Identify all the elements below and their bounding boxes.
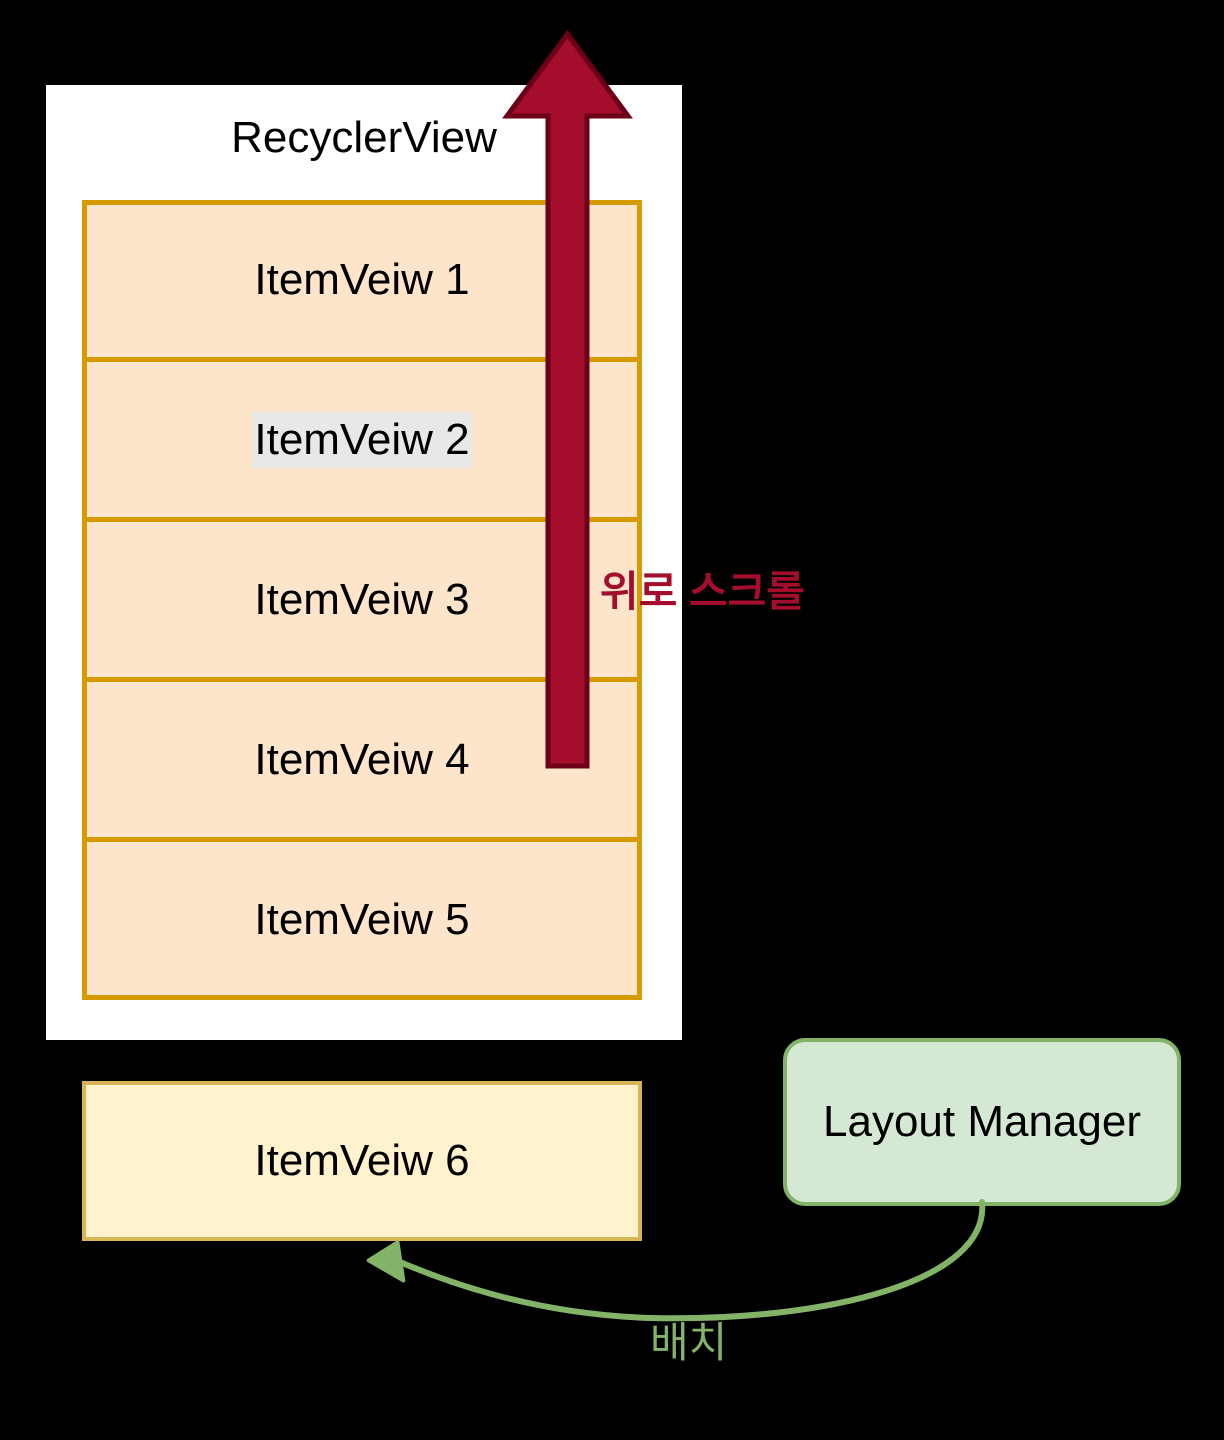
item-divider-2 xyxy=(82,517,642,522)
item-row[interactable]: ItemVeiw 5 xyxy=(82,840,642,1000)
placement-label: 배치 xyxy=(650,1319,728,1366)
recycled-item-box[interactable]: ItemVeiw 6 xyxy=(82,1081,642,1241)
item-label: ItemVeiw 1 xyxy=(254,255,470,304)
item-label-highlighted: ItemVeiw 2 xyxy=(252,412,472,468)
recycled-item-label: ItemVeiw 6 xyxy=(254,1136,470,1185)
layout-manager-box[interactable]: Layout Manager xyxy=(783,1038,1181,1206)
layout-manager-label: Layout Manager xyxy=(823,1097,1141,1146)
item-label: ItemVeiw 4 xyxy=(254,735,470,784)
page-title: RecyclerView xyxy=(231,113,497,162)
item-divider-1 xyxy=(82,357,642,362)
item-row[interactable]: ItemVeiw 4 xyxy=(82,680,642,840)
item-label: ItemVeiw 3 xyxy=(254,575,470,624)
item-divider-4 xyxy=(82,837,642,842)
item-row[interactable]: ItemVeiw 3 xyxy=(82,520,642,680)
scroll-up-label: 위로 스크롤 xyxy=(600,568,805,615)
placement-curved-arrow xyxy=(366,1199,986,1322)
item-divider-3 xyxy=(82,677,642,682)
item-label: ItemVeiw 5 xyxy=(254,895,470,944)
scroll-up-arrow xyxy=(502,29,633,769)
item-row[interactable]: ItemVeiw 1 xyxy=(82,200,642,360)
item-row[interactable]: ItemVeiw 2 xyxy=(82,360,642,520)
